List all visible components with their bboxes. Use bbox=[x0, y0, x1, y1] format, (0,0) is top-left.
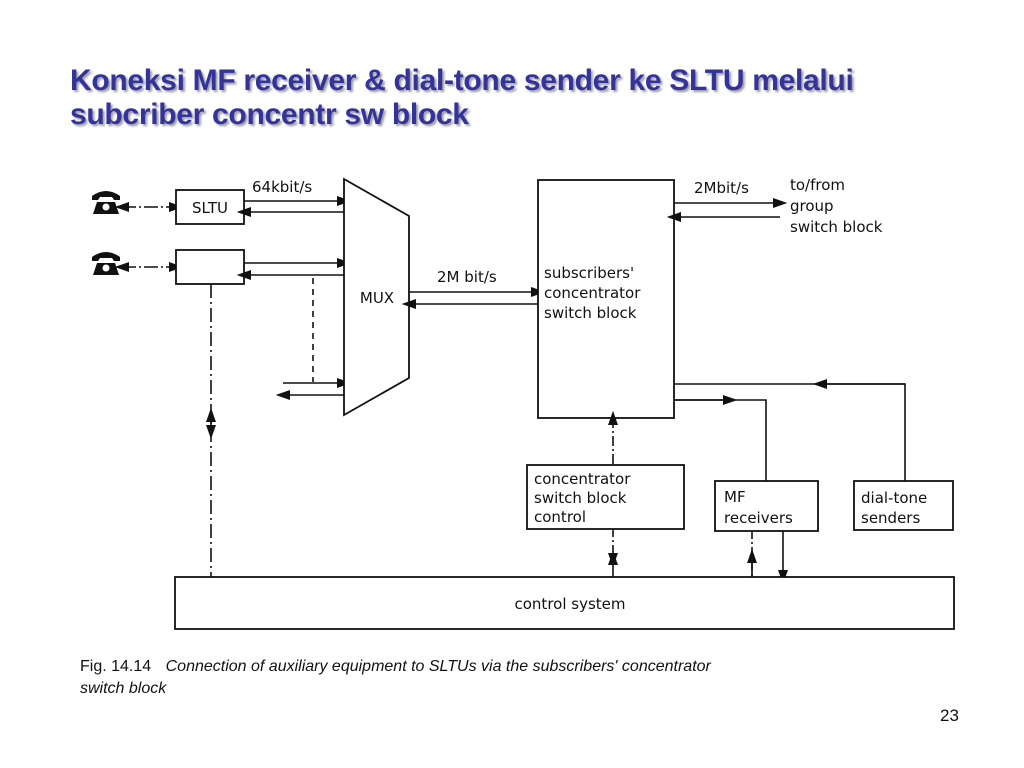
figure-number: Fig. 14.14 bbox=[80, 658, 151, 675]
dial-tone-to-concentrator-line bbox=[674, 383, 906, 481]
rate-2m-mux-label: 2M bit/s bbox=[437, 268, 497, 286]
sltu-label: SLTU bbox=[192, 199, 228, 217]
group-switch-label-line-3: switch block bbox=[790, 218, 883, 236]
mf-receivers-label-2: receivers bbox=[724, 509, 793, 527]
telephone-icon bbox=[92, 252, 120, 275]
mf-receivers-box bbox=[714, 480, 819, 532]
group-switch-label-line-1: to/from bbox=[790, 176, 845, 194]
figure-caption-text-1: Connection of auxiliary equipment to SLT… bbox=[166, 658, 712, 675]
concentrator-to-mf-line bbox=[674, 399, 767, 481]
slide-title: Koneksi MF receiver & dial-tone sender k… bbox=[70, 64, 1000, 132]
slide-title-line-2: subcriber concentr sw block bbox=[70, 98, 469, 131]
rate-2m-group-label: 2Mbit/s bbox=[694, 179, 749, 197]
telephone-icon bbox=[92, 191, 120, 214]
concentrator-control-label-3: control bbox=[534, 508, 586, 526]
dial-tone-senders-label-2: senders bbox=[861, 509, 920, 527]
dial-tone-senders-box bbox=[853, 480, 954, 531]
concentrator-switch-block bbox=[537, 179, 675, 419]
mf-receivers-label-1: MF bbox=[724, 488, 746, 506]
sltu-box bbox=[175, 189, 245, 225]
concentrator-label-line-1: subscribers' bbox=[544, 264, 634, 282]
concentrator-control-box bbox=[526, 464, 685, 530]
mux-block bbox=[343, 177, 410, 417]
concentrator-label-line-2: concentrator bbox=[544, 284, 641, 302]
slide-title-line-1: Koneksi MF receiver & dial-tone sender k… bbox=[70, 64, 854, 97]
control-system-label: control system bbox=[515, 595, 626, 613]
page-number: 23 bbox=[940, 706, 959, 725]
line-unit-box bbox=[175, 249, 245, 285]
rate-64k-label: 64kbit/s bbox=[252, 178, 312, 196]
group-switch-label-line-2: group bbox=[790, 197, 834, 215]
concentrator-control-label-1: concentrator bbox=[534, 470, 631, 488]
concentrator-label-line-3: switch block bbox=[544, 304, 637, 322]
mux-label: MUX bbox=[360, 289, 394, 307]
figure-caption-line-2: switch block bbox=[80, 680, 167, 697]
control-system-box bbox=[174, 576, 955, 630]
figure-caption-line-1: Fig. 14.14 Connection of auxiliary equip… bbox=[80, 658, 712, 675]
concentrator-control-label-2: switch block bbox=[534, 489, 627, 507]
dial-tone-senders-label-1: dial-tone bbox=[861, 489, 927, 507]
